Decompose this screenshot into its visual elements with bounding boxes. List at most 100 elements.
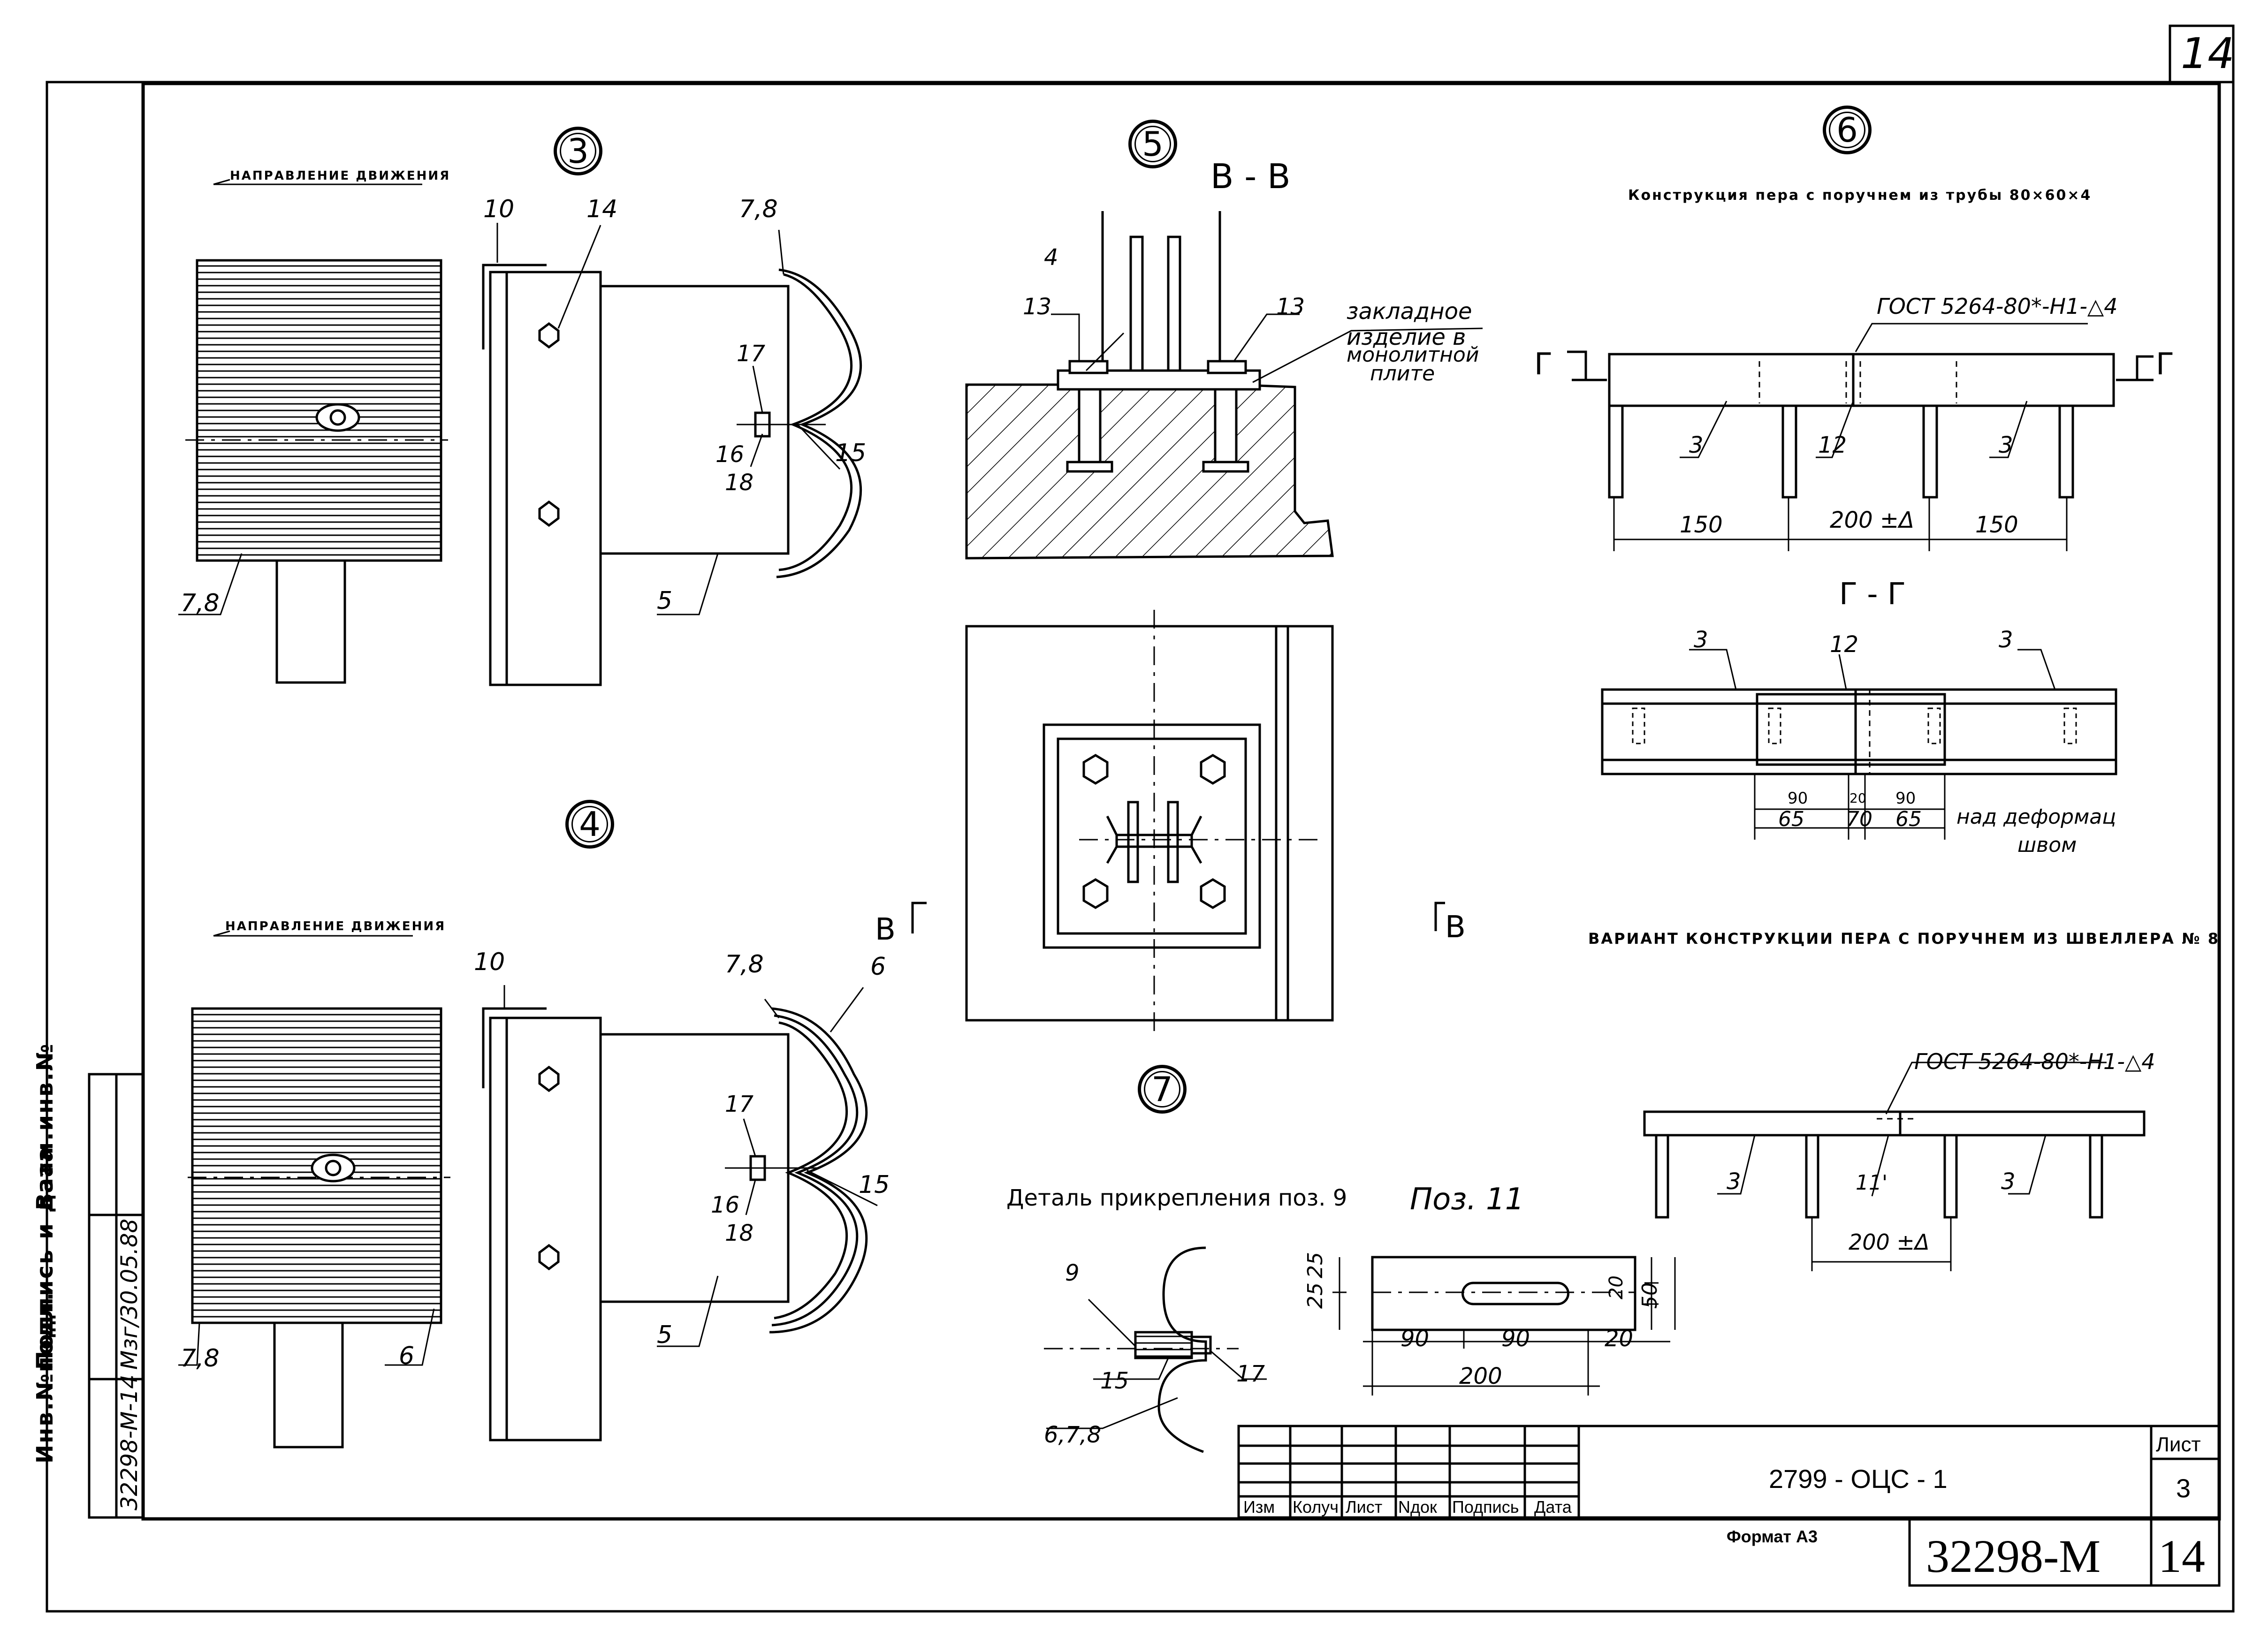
d6-dim-150-right: 150 — [1975, 512, 2018, 538]
title-col-podpis: Подпись — [1452, 1497, 1519, 1517]
variant-label-3-left: 3 — [1727, 1168, 1741, 1195]
detail-5-section: В - В — [1210, 157, 1291, 196]
detail-3-direction: НАПРАВЛЕНИЕ ДВИЖЕНИЯ — [230, 169, 451, 183]
detail-5-marker: 5 — [1128, 120, 1177, 168]
d6-label-12: 12 — [1818, 432, 1847, 458]
d3-label-10: 10 — [483, 195, 515, 223]
detail-4-drawing — [178, 930, 878, 1449]
variant-weld-note: ГОСТ 5264-80*-Н1-△4 — [1914, 1049, 2155, 1074]
stamp-sign-value: Мзг/30.05.88 — [116, 1218, 143, 1370]
pos11-dim-90-right: 90 — [1501, 1326, 1530, 1352]
d6-sec-dim-65-left: 65 — [1778, 807, 1804, 831]
d5-cut-right: В — [1445, 910, 1466, 945]
d4-label-78-top: 7,8 — [725, 950, 764, 979]
title-col-izm: Изм — [1243, 1497, 1275, 1517]
variant-dim-200: 200 ±Δ — [1849, 1229, 1930, 1255]
d6-label-3-left: 3 — [1689, 432, 1704, 458]
variant-title: ВАРИАНТ КОНСТРУКЦИИ ПЕРА С ПОРУЧНЕМ ИЗ Ш… — [1588, 930, 2220, 948]
title-col-data: Дата — [1534, 1497, 1572, 1517]
d6-sec-dim-20: 20 — [1849, 790, 1866, 806]
pos-11-title: Поз. 11 — [1410, 1182, 1524, 1217]
variant-drawing — [1643, 1062, 2146, 1271]
d7-label-17: 17 — [1236, 1361, 1265, 1387]
d4-label-17: 17 — [725, 1091, 754, 1117]
stamp-ref-label: Взам.инв.№ — [32, 1042, 58, 1211]
d4-label-5: 5 — [657, 1321, 673, 1349]
detail-5-drawing — [911, 211, 1483, 1034]
detail-7-marker: 7 — [1138, 1065, 1187, 1114]
d4-label-18: 18 — [725, 1220, 754, 1246]
d6-sec-label-3-left: 3 — [1694, 627, 1708, 653]
variant-label-3-right: 3 — [2001, 1168, 2016, 1195]
d6-sec-dim-65-right: 65 — [1895, 807, 1922, 831]
d5-label-13-left: 13 — [1023, 294, 1052, 320]
section-number: 32298-M — [1926, 1530, 2101, 1582]
d6-sec-label-3-right: 3 — [1999, 627, 2013, 653]
d7-label-678: 6,7,8 — [1044, 1422, 1102, 1448]
detail-7-title: Деталь прикрепления поз. 9 — [1006, 1185, 1347, 1211]
d6-sec-note-2: швом — [2017, 833, 2077, 857]
detail-6-title: Конструкция пера с поручнем из трубы 80×… — [1628, 187, 2092, 204]
d3-label-17: 17 — [737, 341, 766, 367]
d5-label-4: 4 — [1044, 244, 1058, 271]
d3-label-78-top: 7,8 — [739, 195, 778, 223]
d6-sec-dim-90-left: 90 — [1788, 789, 1808, 808]
d7-label-9: 9 — [1065, 1260, 1080, 1286]
d4-label-78-bottom: 7,8 — [181, 1344, 220, 1373]
d6-dim-150-left: 150 — [1680, 512, 1723, 538]
d6-sec-note-1: над деформац — [1956, 805, 2116, 829]
d6-sec-dim-70: 70 — [1846, 807, 1872, 831]
detail-3-drawing — [178, 179, 862, 686]
d4-label-6-top: 6 — [870, 953, 886, 981]
d4-label-6-bottom: 6 — [399, 1342, 415, 1370]
format-label: Формат А3 — [1727, 1527, 1818, 1546]
detail-6-drawing — [1567, 323, 2154, 840]
d6-section-title: Г - Г — [1839, 577, 1906, 612]
d6-dim-200: 200 ±Δ — [1830, 507, 1914, 533]
d6-label-3-right: 3 — [1999, 432, 2013, 458]
d4-label-15: 15 — [859, 1171, 890, 1199]
d4-label-10: 10 — [474, 948, 505, 976]
section-page: 14 — [2158, 1530, 2205, 1582]
d6-sec-label-12: 12 — [1830, 631, 1859, 658]
detail-4-direction: НАПРАВЛЕНИЕ ДВИЖЕНИЯ — [225, 919, 446, 933]
pos11-dim-25-b: 25 — [1303, 1252, 1327, 1278]
d3-label-14: 14 — [586, 195, 618, 223]
pos11-dim-20: 20 — [1605, 1326, 1634, 1352]
d4-label-16: 16 — [711, 1192, 740, 1218]
d6-cut-right: Г — [2156, 347, 2175, 382]
d7-label-15: 15 — [1100, 1368, 1129, 1394]
d3-label-16: 16 — [715, 441, 745, 468]
d5-note-2: изделие в — [1347, 324, 1466, 350]
d5-note-1: закладное — [1347, 298, 1472, 325]
stamp-inv-value: 32298-М-14 — [116, 1374, 143, 1510]
pos11-dim-25-a: 25 — [1303, 1282, 1327, 1309]
detail-4-marker: 4 — [565, 800, 614, 849]
title-sheet-label: Лист — [2156, 1433, 2201, 1456]
d3-label-15: 15 — [835, 439, 867, 467]
d3-label-5: 5 — [657, 587, 673, 615]
title-col-koluch: Колуч — [1293, 1497, 1339, 1517]
drawing-frame — [141, 82, 2221, 1521]
pos11-dim-20-v: 20 — [1606, 1275, 1627, 1299]
d5-label-13-right: 13 — [1276, 294, 1305, 320]
detail-7-drawing — [1044, 1246, 1267, 1453]
d6-cut-left: Г — [1534, 347, 1553, 382]
page-number: 14 — [2181, 29, 2235, 78]
variant-label-11: 11' — [1856, 1171, 1888, 1195]
pos-11-drawing — [1332, 1256, 1676, 1396]
d3-label-78-bottom: 7,8 — [181, 589, 220, 617]
title-col-list: Лист — [1346, 1497, 1383, 1517]
title-sheet-value: 3 — [2176, 1473, 2191, 1503]
detail-6-marker: 6 — [1823, 106, 1872, 154]
page-number-box — [2169, 24, 2235, 83]
d5-cut-left: В — [875, 912, 896, 947]
d3-label-18: 18 — [725, 470, 754, 496]
detail-3-marker: 3 — [554, 127, 602, 175]
d6-weld-note: ГОСТ 5264-80*-Н1-△4 — [1877, 294, 2118, 319]
d6-sec-dim-90-right: 90 — [1895, 789, 1916, 808]
pos11-dim-90-left: 90 — [1400, 1326, 1430, 1352]
pos11-dim-50: 50 — [1638, 1282, 1662, 1309]
pos11-dim-200: 200 — [1459, 1363, 1502, 1389]
